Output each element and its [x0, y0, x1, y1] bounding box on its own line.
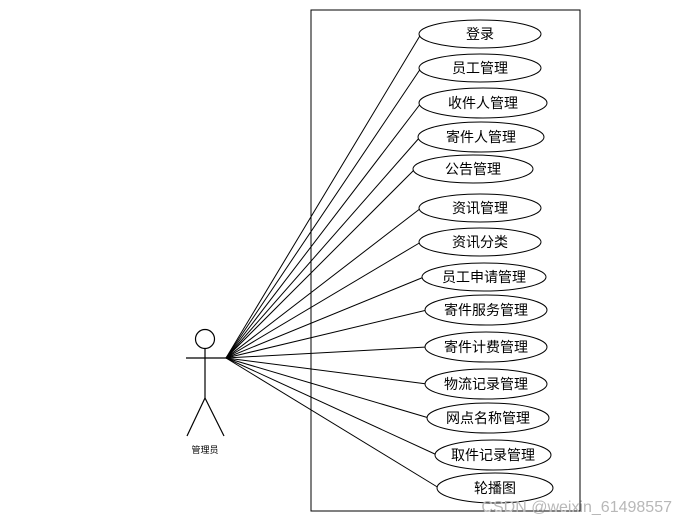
- use-case-ellipse: [418, 53, 542, 83]
- use-case-ellipse: [424, 294, 548, 326]
- association-line: [225, 357, 430, 419]
- system-boundary: [310, 9, 581, 512]
- use-case-node: 寄件服务管理: [424, 294, 548, 326]
- association-line: [225, 168, 416, 359]
- association-line: [225, 357, 438, 456]
- association-line: [225, 136, 421, 359]
- association-line: [225, 276, 425, 359]
- use-case-node: 寄件人管理: [417, 121, 545, 153]
- association-line: [225, 33, 422, 359]
- use-case-label: 资讯分类: [452, 235, 508, 251]
- association-lines: [225, 33, 440, 489]
- use-case-node: 轮播图: [436, 472, 554, 504]
- watermark-text: CSDN @weixin_61498557: [481, 499, 672, 516]
- use-case-node: 公告管理: [412, 154, 534, 184]
- use-case-label: 寄件服务管理: [444, 302, 528, 319]
- use-case-ellipse: [424, 368, 548, 400]
- actor-admin: 管理员: [186, 328, 226, 456]
- association-line: [225, 67, 422, 359]
- use-case-label: 员工管理: [452, 61, 508, 77]
- use-case-node: 寄件计费管理: [424, 331, 548, 363]
- use-case-label: 取件记录管理: [451, 448, 535, 464]
- association-line: [225, 357, 428, 385]
- stick-figure-actor-icon: [186, 328, 226, 437]
- use-case-node: 取件记录管理: [434, 439, 552, 471]
- use-case-label: 轮播图: [474, 481, 516, 497]
- use-case-ellipse: [418, 193, 542, 223]
- use-case-ellipse: [418, 19, 542, 49]
- association-line: [225, 357, 440, 489]
- use-case-node: 登录: [418, 19, 542, 49]
- use-case-node: 员工申请管理: [421, 262, 547, 292]
- use-case-node: 网点名称管理: [426, 402, 550, 434]
- use-case-ellipse: [424, 331, 548, 363]
- association-line: [225, 102, 422, 359]
- association-line: [225, 346, 428, 359]
- actor-head: [194, 328, 216, 350]
- actor-left-leg: [186, 397, 206, 437]
- use-case-node: 员工管理: [418, 53, 542, 83]
- use-case-node: 资讯管理: [418, 193, 542, 223]
- use-case-ellipse: [418, 227, 542, 257]
- use-case-label: 寄件计费管理: [444, 339, 528, 356]
- use-case-group: 登录员工管理收件人管理寄件人管理公告管理资讯管理资讯分类员工申请管理寄件服务管理…: [412, 19, 554, 504]
- association-line: [225, 309, 428, 359]
- use-case-node: 资讯分类: [418, 227, 542, 257]
- use-case-ellipse: [436, 472, 554, 504]
- use-case-ellipse: [412, 154, 534, 184]
- use-case-ellipse: [418, 87, 548, 119]
- use-case-label: 登录: [466, 27, 494, 43]
- use-case-label: 物流记录管理: [444, 377, 528, 393]
- use-case-label: 寄件人管理: [446, 129, 516, 146]
- use-case-label: 员工申请管理: [442, 270, 526, 286]
- use-case-label: 收件人管理: [448, 96, 518, 112]
- use-case-ellipse: [426, 402, 550, 434]
- use-case-ellipse: [417, 121, 545, 153]
- use-case-ellipse: [421, 262, 547, 292]
- actor-label: 管理员: [191, 444, 218, 456]
- use-case-ellipse: [434, 439, 552, 471]
- association-line: [225, 207, 422, 359]
- actor-right-leg: [204, 397, 225, 437]
- use-case-node: 物流记录管理: [424, 368, 548, 400]
- association-line: [225, 241, 422, 359]
- use-case-label: 网点名称管理: [446, 411, 530, 427]
- use-case-label: 资讯管理: [452, 201, 508, 217]
- use-case-label: 公告管理: [445, 162, 501, 178]
- use-case-node: 收件人管理: [418, 87, 548, 119]
